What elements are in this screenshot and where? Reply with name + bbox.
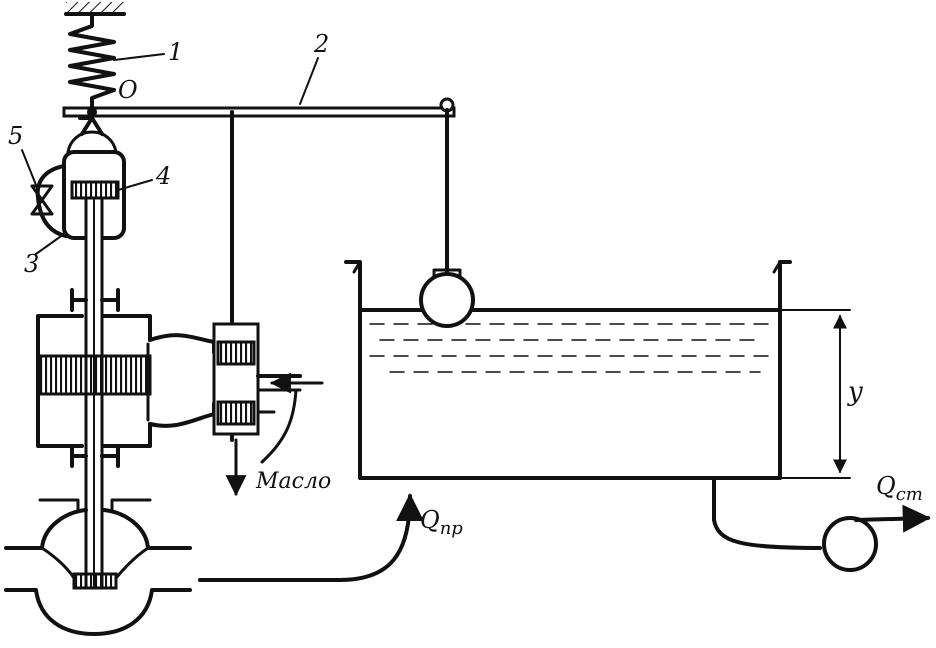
- label-cylinder-3: 3: [24, 250, 39, 278]
- needle-valve: [30, 184, 54, 216]
- tank: [344, 260, 792, 480]
- valve-plug: [72, 572, 118, 590]
- float: [419, 108, 475, 328]
- level-dimension: [779, 309, 851, 479]
- pilot-valve: [212, 110, 302, 442]
- label-spring: 1: [168, 38, 183, 66]
- outflow: [712, 476, 931, 572]
- stem-flange: [70, 288, 120, 468]
- piston: [70, 180, 120, 200]
- oil-return-line: [260, 388, 298, 464]
- spring: [68, 14, 116, 110]
- label-valve-5: 5: [8, 122, 23, 150]
- outflow-arrow: [854, 504, 931, 533]
- label-pivot: O: [118, 76, 138, 104]
- label-piston-4: 4: [155, 162, 171, 190]
- pump: [822, 516, 878, 572]
- label-oil: Масло: [255, 469, 331, 494]
- label-lever: 2: [313, 30, 329, 58]
- label-outflow: Qст: [876, 472, 923, 505]
- spool-housing: [36, 314, 216, 448]
- servomotor: [30, 116, 126, 240]
- label-inflow: Qпр: [420, 506, 463, 539]
- control-valve-body: [4, 498, 192, 636]
- ceiling-support: [64, 2, 126, 16]
- label-level-y: y: [847, 377, 863, 407]
- spool-piston: [38, 354, 152, 396]
- inflow-pipe: [198, 493, 424, 582]
